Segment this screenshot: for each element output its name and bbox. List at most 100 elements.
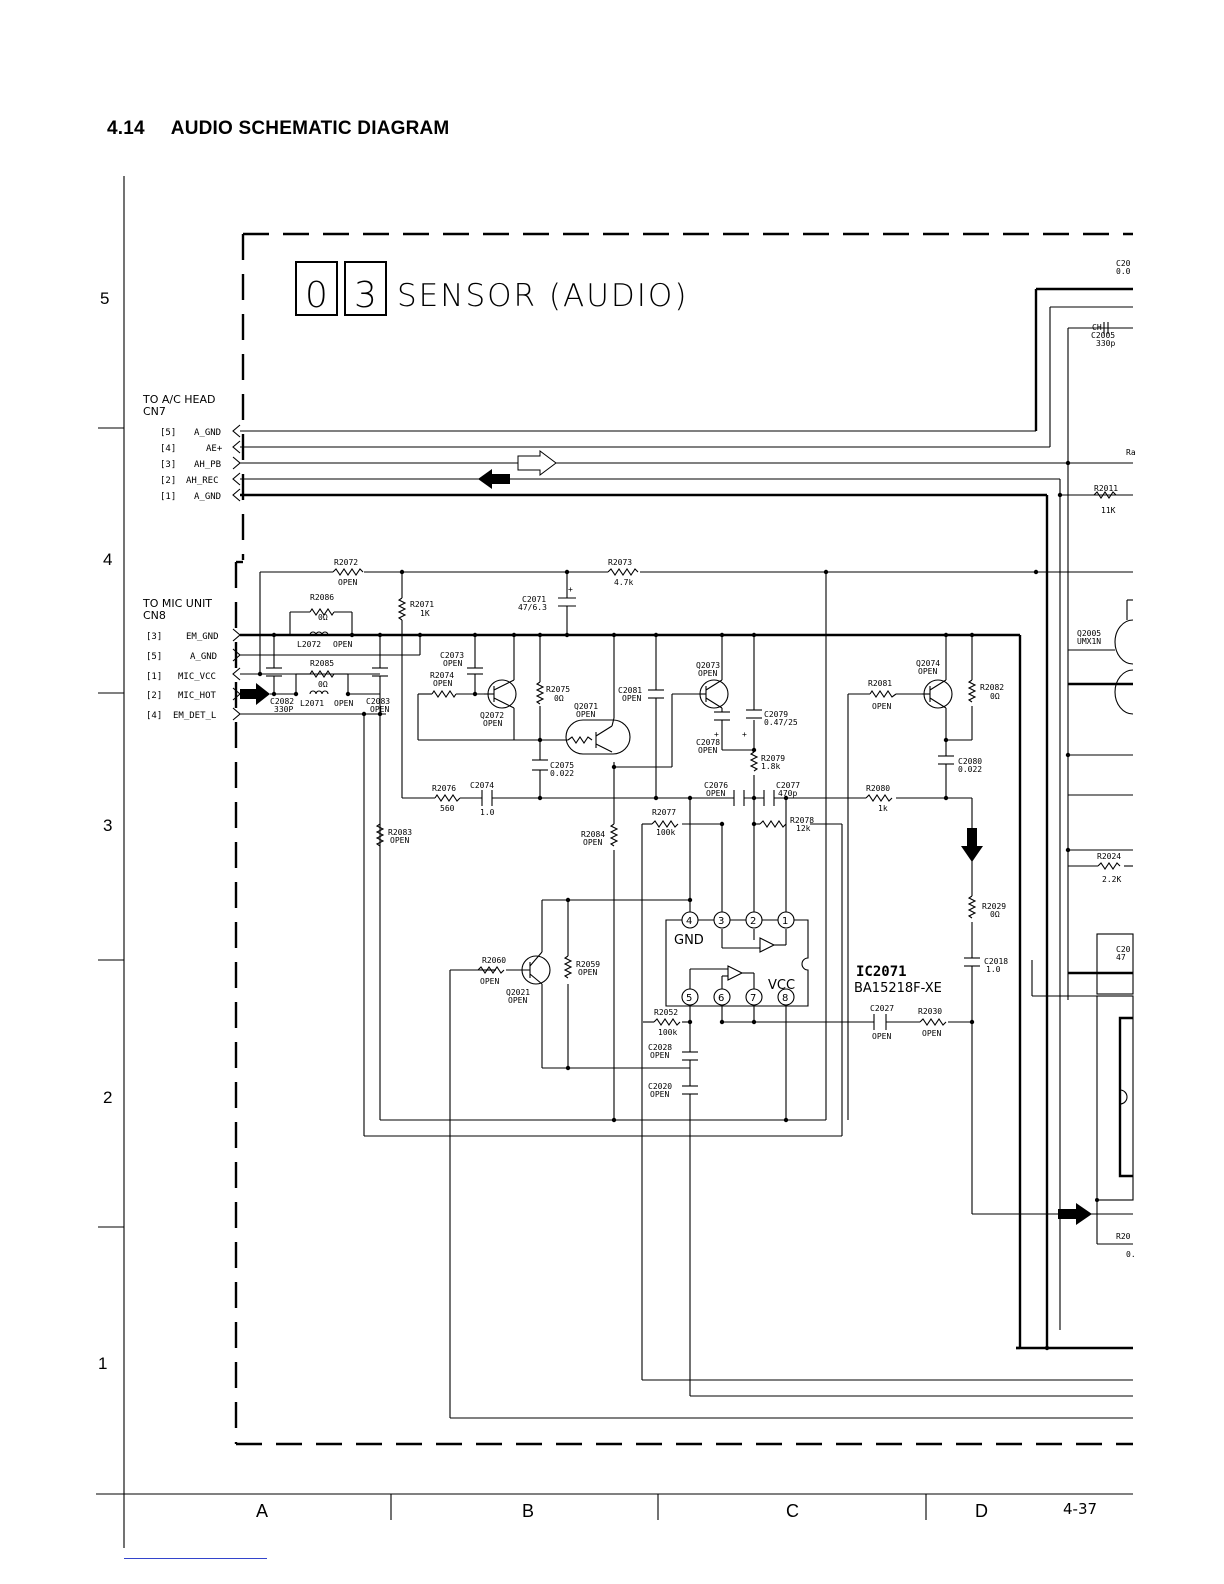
r2084-value: OPEN	[583, 838, 602, 847]
c2077-value: 470p	[778, 789, 797, 798]
l2071-ref: L2071	[300, 699, 324, 708]
r2071-symbol	[397, 597, 407, 621]
r2074-symbol	[431, 690, 457, 698]
q2073-ref: Q2073	[696, 661, 720, 670]
c2005-value: 330p	[1096, 339, 1115, 348]
r2076-symbol	[434, 794, 461, 802]
q2071-symbol	[565, 719, 631, 755]
c2073-ref: C2073	[440, 651, 464, 660]
c2018-ref: C2018	[984, 957, 1008, 966]
board-digit-1: 0	[305, 275, 330, 316]
r2029-symbol	[967, 895, 977, 919]
ic-pin-3: 3	[718, 916, 724, 927]
r2084-symbol	[609, 823, 619, 847]
section-number: 4.14	[107, 118, 145, 139]
cn8-pin-5-signal: A_GND	[190, 652, 217, 662]
q2073-value: OPEN	[698, 669, 717, 678]
r2059-ref: R2059	[576, 960, 600, 969]
r2072-value: OPEN	[338, 578, 357, 587]
c2076-value: OPEN	[706, 789, 725, 798]
ic2071	[665, 911, 809, 1007]
q2005-ref: Q2005	[1077, 629, 1101, 638]
r2060-ref: R2060	[482, 956, 506, 965]
q2005-body	[1114, 619, 1134, 665]
c2028-ref: C2028	[648, 1043, 672, 1052]
r2029-value: 0Ω	[990, 910, 1000, 919]
connector-cn8: TO MIC UNIT CN8 [3] EM_GND [5] A_GND [1]…	[142, 597, 241, 721]
c2020-value: OPEN	[650, 1090, 669, 1099]
r2086-value: 0Ω	[318, 613, 328, 622]
circuit-wires	[240, 571, 1133, 1419]
ic-gnd-label: GND	[674, 933, 704, 948]
cn8-pin-4-signal: EM_DET_L	[173, 711, 216, 721]
ic-pin-5: 5	[686, 993, 692, 1004]
l2071-value: OPEN	[334, 699, 353, 708]
cn7-pin-1-signal: A_GND	[194, 492, 221, 502]
pb-signal-arrow-icon	[517, 450, 557, 476]
ic-part-number: BA15218F-XE	[854, 981, 942, 996]
r2075-value: 0Ω	[554, 694, 564, 703]
row-label-4: 4	[103, 550, 112, 569]
r2078-symbol	[759, 820, 787, 828]
r2082-symbol	[967, 679, 977, 703]
c2071-ref: C2071	[522, 595, 546, 604]
col-label-a: A	[256, 1501, 268, 1521]
c2074-ref: C2074	[470, 781, 494, 790]
r2024-value: 2.2K	[1102, 875, 1121, 884]
section-title: AUDIO SCHEMATIC DIAGRAM	[170, 118, 450, 139]
c2074-value: 1.0	[480, 808, 495, 817]
cn7-pin-2-signal: AH_REC	[186, 476, 219, 486]
r2029-ref: R2029	[982, 902, 1006, 911]
footnote-rule	[124, 1558, 267, 1559]
ic-pin-8: 8	[782, 993, 788, 1004]
r2073-ref: R2073	[608, 558, 632, 567]
r2052-value: 100k	[658, 1028, 677, 1037]
component-labels: R2072 OPEN R2073 4.7k R2086 0Ω L2072 OPE…	[270, 558, 1008, 1099]
edge-r20-bottom: R20	[1116, 1232, 1131, 1241]
l2072-symbol	[309, 631, 329, 636]
r2084-ref: R2084	[581, 830, 605, 839]
r2081-ref: R2081	[868, 679, 892, 688]
r2081-value: OPEN	[872, 702, 891, 711]
r2078-value: 12k	[796, 824, 811, 833]
c2078-ref: C2078	[696, 738, 720, 747]
edge-c20-right: C20	[1116, 945, 1131, 954]
l2072-value: OPEN	[333, 640, 352, 649]
page-title: 4.14 AUDIO SCHEMATIC DIAGRAM	[107, 118, 449, 140]
q2021-value: OPEN	[508, 996, 527, 1005]
q2072-value: OPEN	[483, 719, 502, 728]
row-label-5: 5	[100, 289, 109, 308]
c2082-value: 330P	[274, 705, 293, 714]
c2075-value: 0.022	[550, 769, 574, 778]
board-outline	[234, 232, 1133, 1446]
r2074-value: OPEN	[433, 679, 452, 688]
svg-text:+: +	[714, 730, 719, 739]
q2005-value: UMX1N	[1077, 637, 1101, 646]
r2083-ref: R2083	[388, 828, 412, 837]
r2073-symbol	[607, 568, 639, 576]
r2075-ref: R2075	[546, 685, 570, 694]
cn7-pin-4-num: [4]	[160, 444, 176, 454]
svg-text:+: +	[568, 585, 573, 594]
l2072-ref: L2072	[297, 640, 321, 649]
junctions	[257, 460, 1071, 1351]
r2080-ref: R2080	[866, 784, 890, 793]
r2081-symbol	[869, 690, 897, 698]
cn8-pin-2-num: [2]	[146, 691, 162, 701]
r2072-ref: R2072	[334, 558, 358, 567]
r2076-value: 560	[440, 804, 455, 813]
r2077-symbol	[651, 820, 679, 828]
cn7-to-label: TO A/C HEAD	[142, 393, 216, 406]
row-label-2: 2	[103, 1088, 112, 1107]
cn8-to-label: TO MIC UNIT	[142, 597, 212, 610]
ic-pin-7: 7	[750, 993, 756, 1004]
r2073-value: 4.7k	[614, 578, 633, 587]
cn8-name: CN8	[143, 609, 166, 622]
q2021-symbol	[521, 955, 551, 985]
r2072-symbol	[332, 568, 364, 576]
r2083-value: OPEN	[390, 836, 409, 845]
edge-c20-top: C20	[1116, 259, 1131, 268]
q2071-ref: Q2071	[574, 702, 598, 711]
c2073-value: OPEN	[443, 659, 462, 668]
r2077-value: 100k	[656, 828, 675, 837]
